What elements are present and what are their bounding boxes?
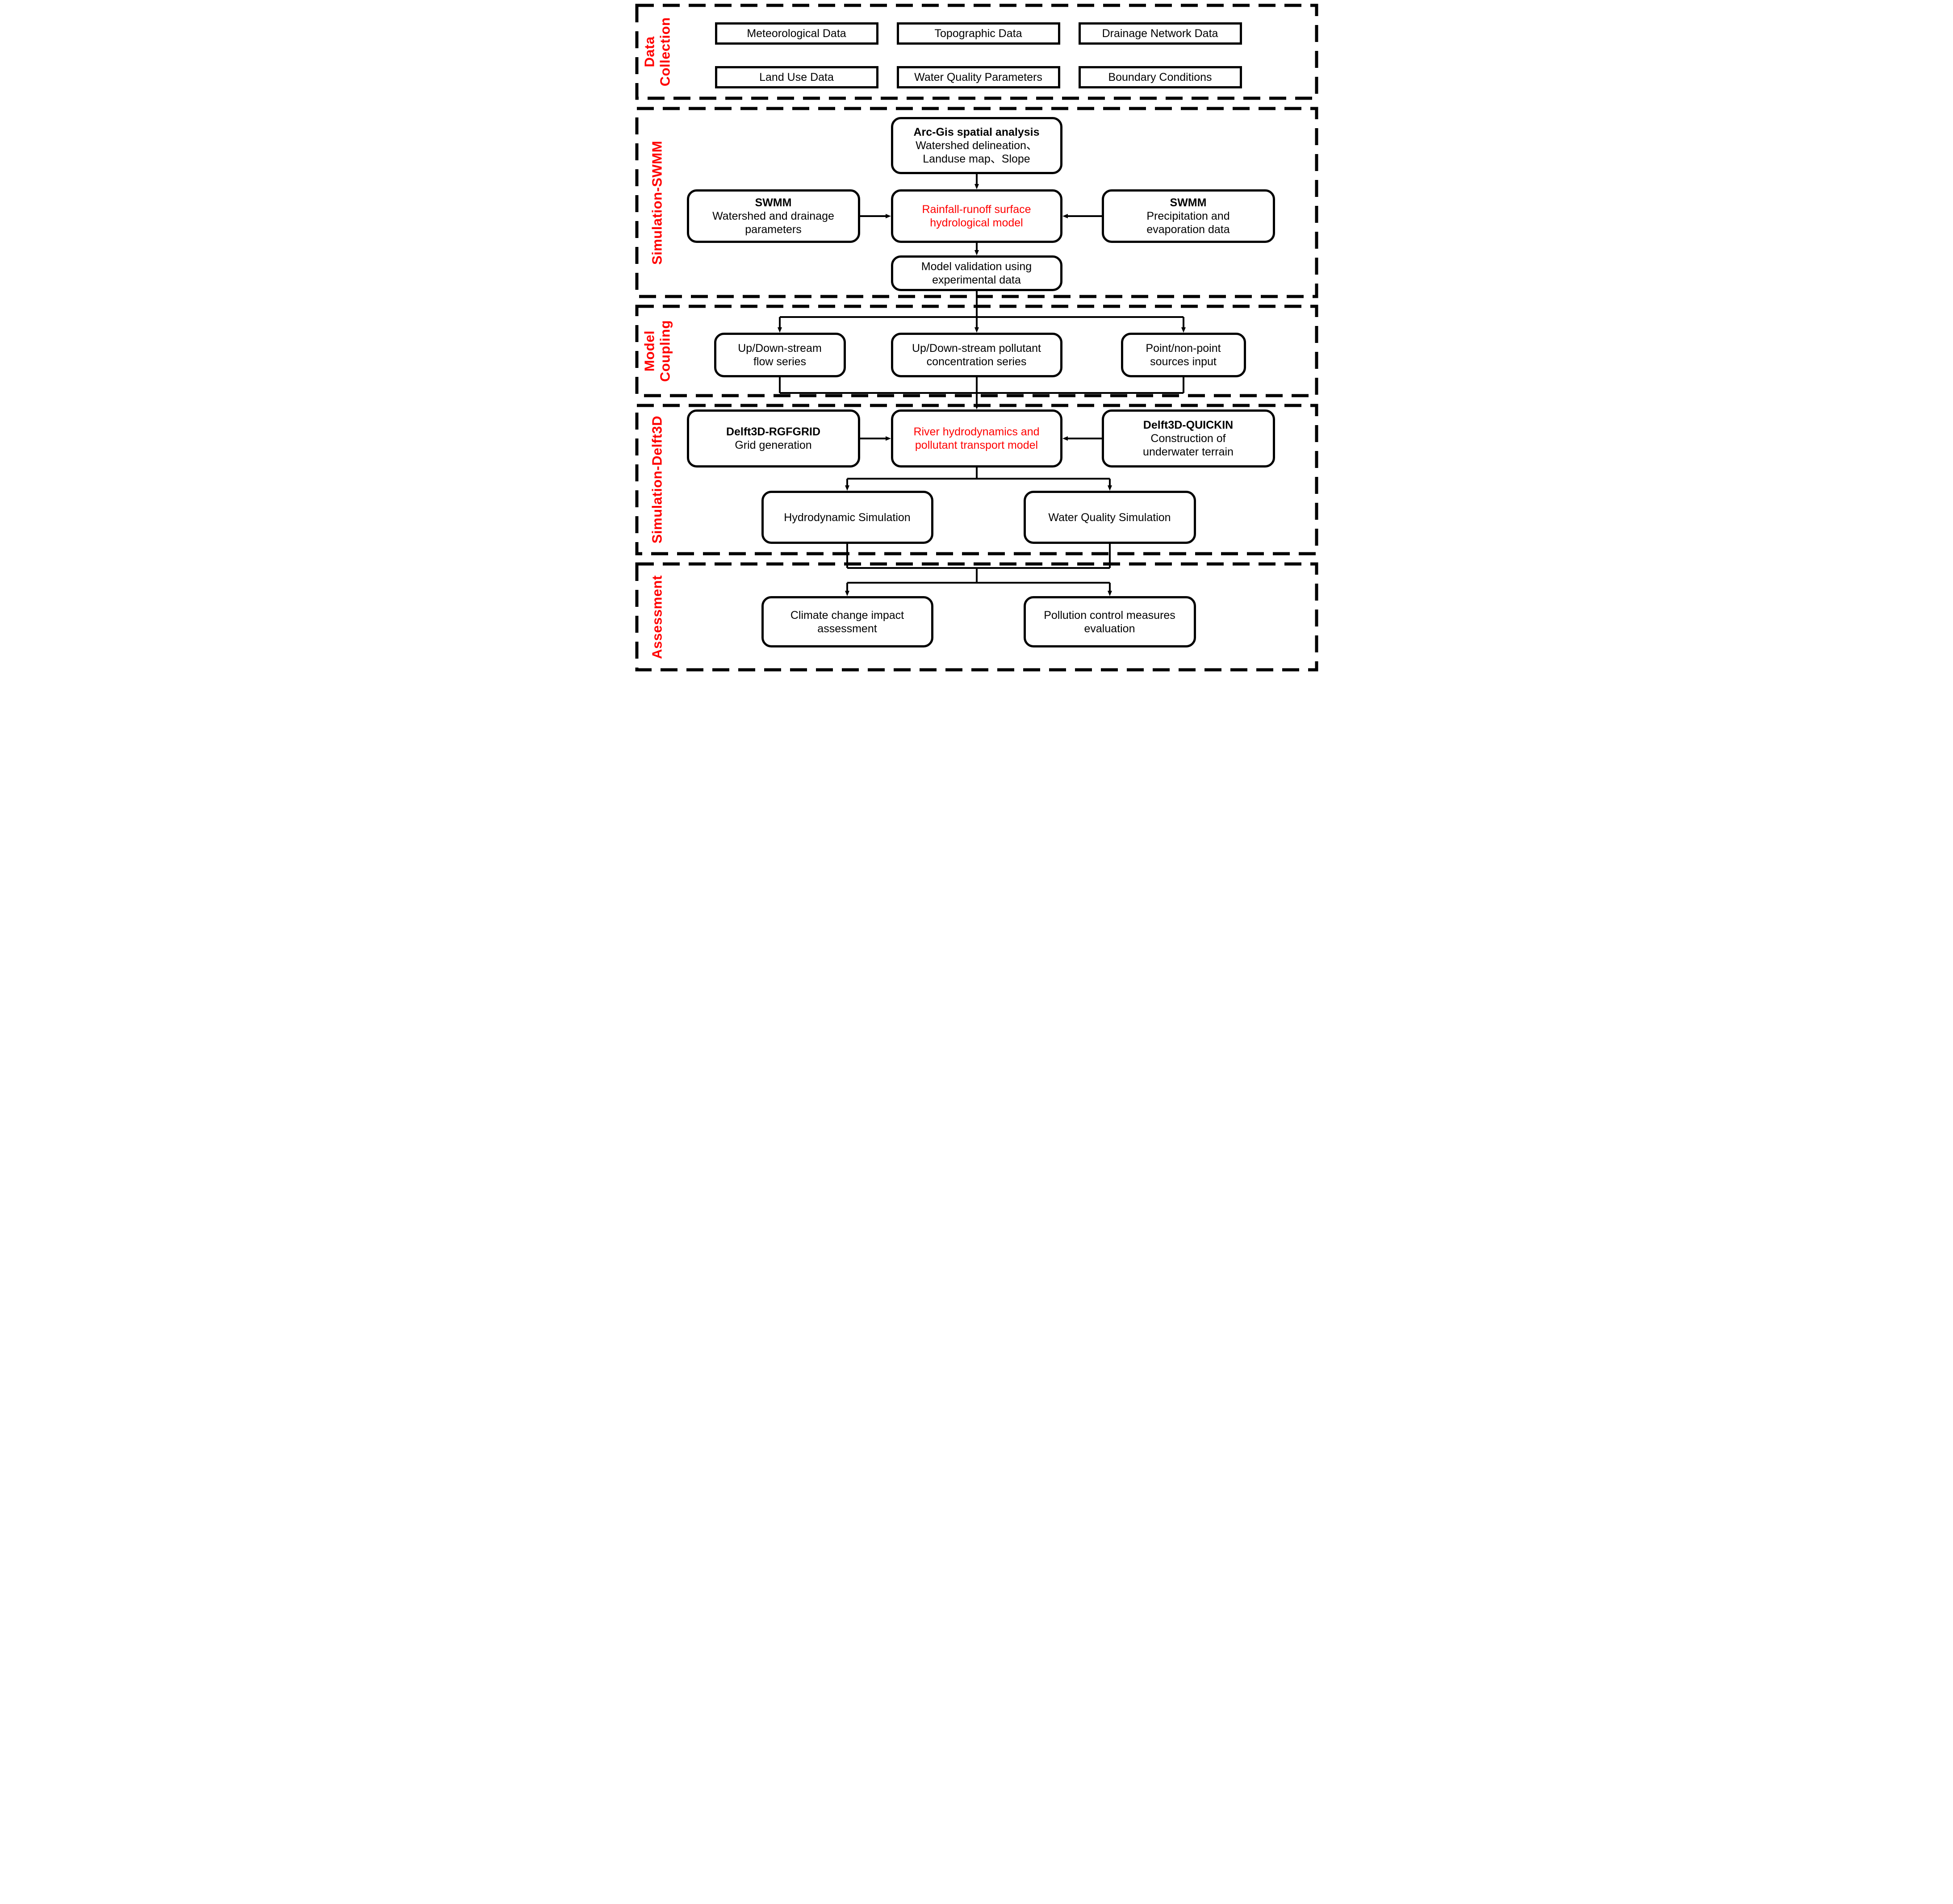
box-rainfall-runoff-model: Rainfall-runoff surface hydrological mod… [891,189,1062,243]
box-arcgis-spatial-analysis: Arc-Gis spatial analysis Watershed delin… [891,117,1062,174]
box-line: parameters [745,223,802,236]
box-point-nonpoint-sources: Point/non-point sources input [1121,333,1246,377]
box-line: evaporation data [1146,223,1230,236]
section-label-model-coupling: Model Coupling [641,320,673,382]
box-line: sources input [1150,355,1217,368]
box-line: Point/non-point [1146,342,1221,355]
box-climate-change-assessment: Climate change impact assessment [761,596,933,647]
box-label: Boundary Conditions [1108,71,1212,84]
box-drainage-network-data: Drainage Network Data [1078,22,1242,45]
box-line: flow series [753,355,807,368]
section-frame-assessment [635,562,1318,672]
box-title: Delft3D-RGFGRID [726,426,821,438]
box-line: River hydrodynamics and [913,426,1040,438]
box-line: evaluation [1084,622,1135,635]
box-line: Watershed and drainage [712,210,834,222]
box-line: Precipitation and [1146,210,1230,222]
box-label: Meteorological Data [747,27,846,40]
box-line: Construction of [1150,432,1226,445]
box-line: pollutant transport model [915,439,1038,451]
box-swmm-watershed-parameters: SWMM Watershed and drainage parameters [686,189,860,243]
box-line: underwater terrain [1143,446,1234,458]
box-delft3d-rgfgrid: Delft3D-RGFGRID Grid generation [686,409,860,468]
box-line: Up/Down-stream [738,342,822,355]
box-hydrodynamic-simulation: Hydrodynamic Simulation [761,491,933,544]
box-pollution-control-evaluation: Pollution control measures evaluation [1023,596,1196,647]
section-label-data-collection: Data Collection [641,17,673,87]
box-water-quality-parameters: Water Quality Parameters [896,66,1060,88]
box-topographic-data: Topographic Data [896,22,1060,45]
box-title: Arc-Gis spatial analysis [913,126,1040,138]
section-label-assessment: Assessment [649,575,665,659]
section-label-simulation-swmm: Simulation-SWMM [649,141,665,265]
box-title: Delft3D-QUICKIN [1143,419,1234,431]
box-boundary-conditions: Boundary Conditions [1078,66,1242,88]
box-line: Climate change impact [790,609,904,622]
box-pollutant-concentration-series: Up/Down-stream pollutant concentration s… [891,333,1062,377]
box-flow-series: Up/Down-stream flow series [714,333,846,377]
box-label: Water Quality Parameters [914,71,1042,84]
box-land-use-data: Land Use Data [715,66,878,88]
box-line: Hydrodynamic Simulation [784,511,911,524]
box-line: Model validation using [921,260,1032,273]
box-title: SWMM [755,196,792,209]
box-title: SWMM [1170,196,1207,209]
box-meteorological-data: Meteorological Data [715,22,878,45]
box-model-validation: Model validation using experimental data [891,255,1062,291]
box-line: Rainfall-runoff surface [922,203,1031,216]
section-label-simulation-delft3d: Simulation-Delft3D [649,415,665,544]
box-line: Watershed delineation、 [916,139,1037,152]
box-river-hydrodynamics-model: River hydrodynamics and pollutant transp… [891,409,1062,468]
box-label: Land Use Data [759,71,834,84]
flowchart-canvas: Data Collection Simulation-SWMM Model Co… [631,0,1322,673]
box-label: Topographic Data [934,27,1022,40]
box-swmm-precipitation-data: SWMM Precipitation and evaporation data [1101,189,1275,243]
connector-layer [635,4,1318,672]
box-label: Drainage Network Data [1102,27,1218,40]
section-frame-data-collection [635,4,1318,100]
box-line: hydrological model [930,217,1023,229]
box-line: Water Quality Simulation [1048,511,1171,524]
box-water-quality-simulation: Water Quality Simulation [1023,491,1196,544]
box-line: Landuse map、Slope [923,153,1030,165]
box-line: experimental data [932,274,1021,286]
box-line: assessment [817,622,877,635]
box-line: Up/Down-stream pollutant [912,342,1041,355]
box-line: Grid generation [735,439,812,451]
box-delft3d-quickin: Delft3D-QUICKIN Construction of underwat… [1101,409,1275,468]
box-line: Pollution control measures [1044,609,1175,622]
box-line: concentration series [926,355,1027,368]
